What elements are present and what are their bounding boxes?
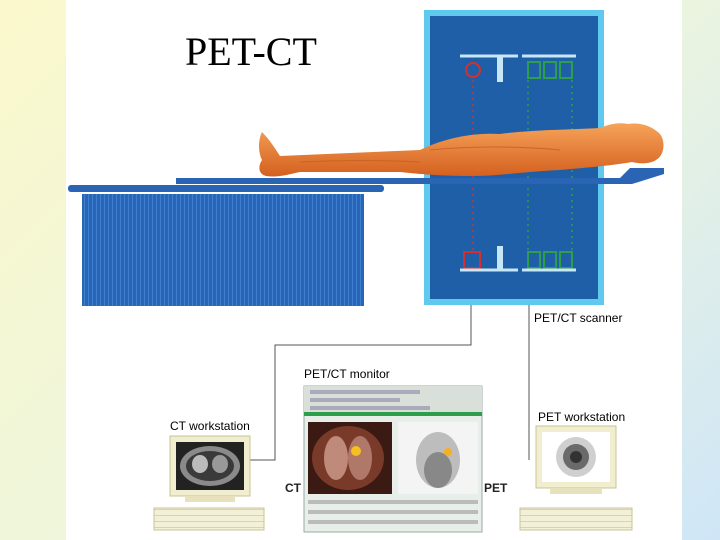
slide-title: PET-CT: [185, 28, 317, 75]
pet-tag-label: PET: [484, 481, 507, 495]
ct-workstation-label: CT workstation: [170, 419, 250, 433]
ct-workstation: [154, 436, 264, 530]
monitor-label: PET/CT monitor: [304, 367, 390, 381]
pet-workstation: [520, 426, 632, 530]
pet-workstation-label: PET workstation: [538, 410, 625, 424]
ct-tag-label: CT: [285, 481, 301, 495]
pet-ct-monitor: [304, 386, 482, 532]
scanner-label: PET/CT scanner: [534, 311, 622, 325]
